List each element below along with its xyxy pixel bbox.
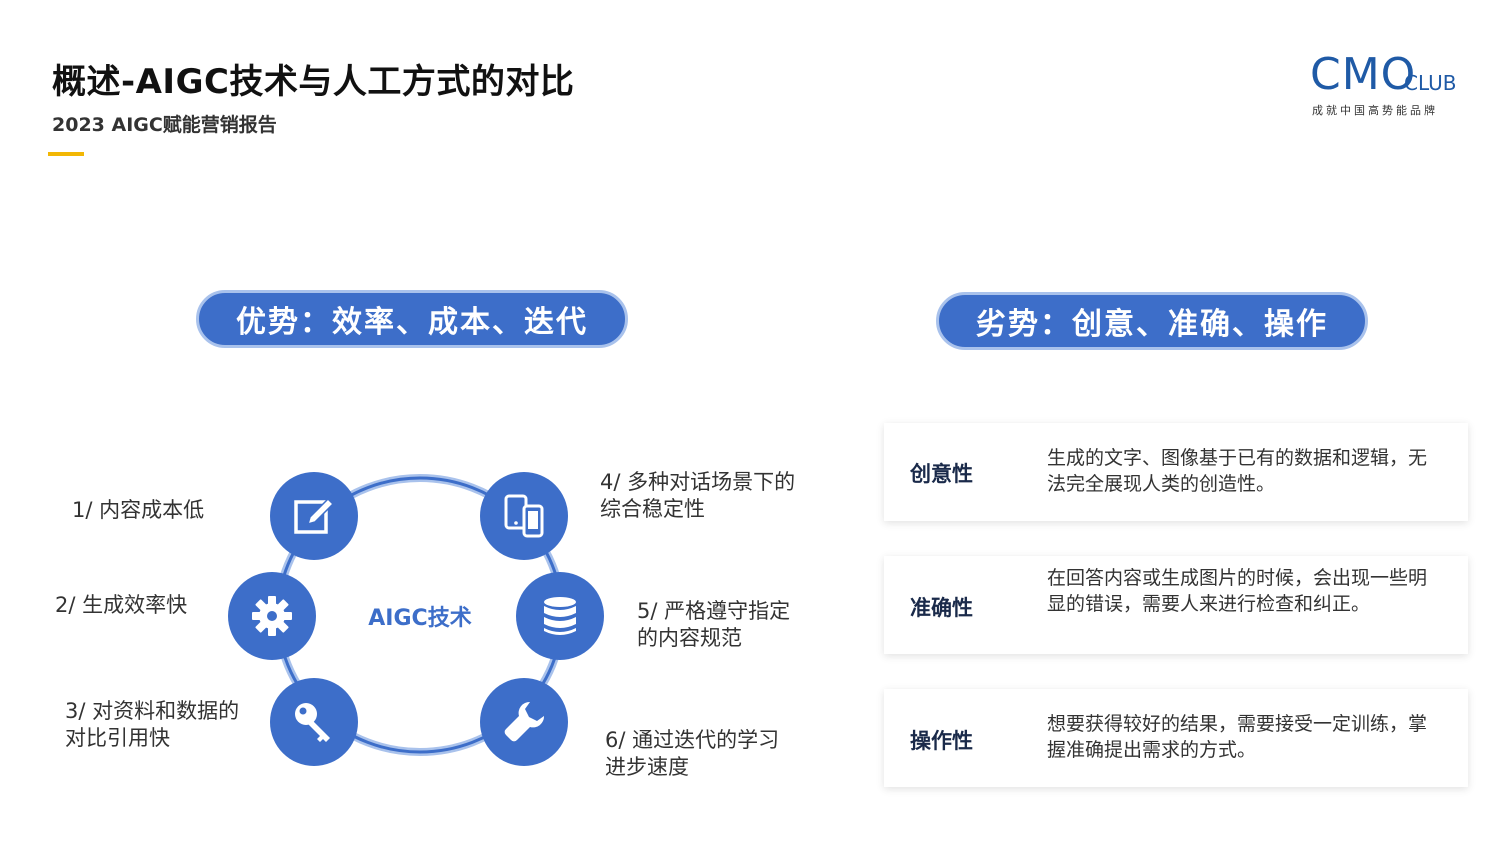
- feature-label-1: 1/ 内容成本低: [72, 498, 205, 522]
- edit-icon: [270, 472, 358, 560]
- page-title: 概述-AIGC技术与人工方式的对比: [52, 62, 575, 102]
- feature-label-6: 6/ 通过迭代的学习进步速度: [605, 728, 780, 779]
- card-title: 操作性: [910, 729, 973, 753]
- diagram-center-label: AIGC技术: [368, 606, 472, 631]
- disadvantage-card-creativity: 创意性 生成的文字、图像基于已有的数据和逻辑，无法完全展现人类的创造性。: [884, 423, 1468, 521]
- feature-label-3: 3/ 对资料和数据的对比引用快: [65, 699, 240, 750]
- logo-main-text: CMO: [1310, 49, 1417, 100]
- key-icon: [270, 678, 358, 766]
- disadvantage-card-accuracy: 准确性 在回答内容或生成图片的时候，会出现一些明显的错误，需要人来进行检查和纠正…: [884, 556, 1468, 654]
- feature-label-4: 4/ 多种对话场景下的综合稳定性: [600, 470, 796, 521]
- logo-club-text: CLUB: [1404, 71, 1457, 95]
- feature-label-2: 2/ 生成效率快: [55, 593, 188, 617]
- card-text: 在回答内容或生成图片的时候，会出现一些明显的错误，需要人来进行检查和纠正。: [1047, 567, 1428, 615]
- database-icon: [516, 572, 604, 660]
- aigc-advantages-diagram: AIGC技术: [55, 470, 796, 779]
- disadvantage-card-operability: 操作性 想要获得较好的结果，需要接受一定训练，掌握准确提出需求的方式。: [884, 689, 1468, 787]
- feature-label-5: 5/ 严格遵守指定的内容规范: [637, 599, 791, 650]
- card-text: 想要获得较好的结果，需要接受一定训练，掌握准确提出需求的方式。: [1047, 713, 1428, 761]
- logo-tagline: 成就中国高势能品牌: [1312, 104, 1438, 117]
- gear-icon: [228, 572, 316, 660]
- title-accent-bar: [48, 152, 84, 156]
- card-text: 生成的文字、图像基于已有的数据和逻辑，无法完全展现人类的创造性。: [1047, 447, 1428, 495]
- disadvantages-heading: 劣势：创意、准确、操作: [936, 292, 1368, 350]
- card-title: 准确性: [910, 596, 973, 620]
- page-subtitle: 2023 AIGC赋能营销报告: [52, 114, 277, 136]
- advantages-heading: 优势：效率、成本、迭代: [196, 290, 628, 348]
- cmo-club-logo: CMO CLUB 成就中国高势能品牌: [1310, 52, 1460, 122]
- wrench-icon: [480, 678, 568, 766]
- card-title: 创意性: [910, 462, 973, 486]
- devices-icon: [480, 472, 568, 560]
